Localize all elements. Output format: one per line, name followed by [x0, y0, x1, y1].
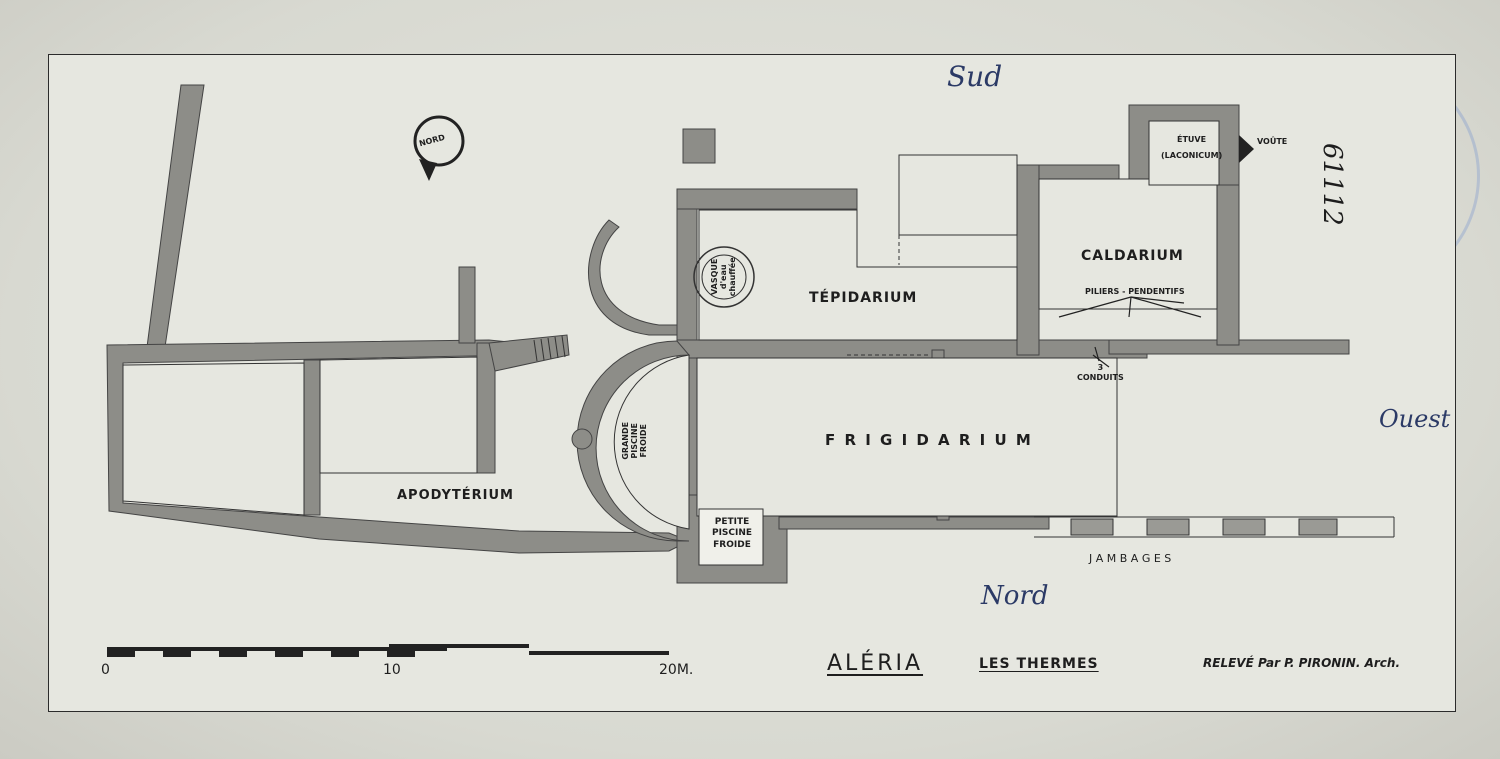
- wall-tepidarium-south: [676, 188, 858, 210]
- conduits-text: CONDUITS: [1077, 373, 1124, 382]
- jambages-guides: [1034, 516, 1395, 538]
- tepidarium-label: TÉPIDARIUM: [809, 290, 918, 306]
- room-frigidarium: [696, 357, 1118, 517]
- room-caldarium: [1038, 178, 1218, 310]
- vasque-line-3: chauffée: [728, 257, 738, 297]
- vasque-basin: [693, 246, 755, 308]
- voute-arrow: [1239, 135, 1254, 163]
- laconicum-label: (LACONICUM): [1161, 151, 1223, 160]
- petite-piscine-line-1: PETITE: [714, 517, 750, 527]
- room-apodyterium-west: [122, 362, 305, 516]
- scale-label-10: 10: [383, 662, 401, 678]
- vasque-label: VASQUE d'eau chauffée: [710, 254, 738, 300]
- room-tepidarium: [698, 209, 1018, 341]
- pilier-arrows: [1058, 296, 1202, 368]
- wall-apodyterium-east: [476, 342, 496, 474]
- scale-label-0: 0: [101, 662, 110, 678]
- annotation-sud: Sud: [947, 60, 1003, 93]
- grande-piscine-apse: [571, 340, 691, 542]
- vasque-line-1: VASQUE: [710, 258, 720, 295]
- scale-bar: [107, 644, 669, 657]
- frigidarium-label: F R I G I D A R I U M: [825, 431, 1033, 449]
- wall-caldarium-west: [1216, 184, 1240, 346]
- conduits-count: 3: [1097, 363, 1104, 372]
- wall-caldarium-east: [1016, 164, 1040, 356]
- annotation-ouest: Ouest: [1379, 405, 1451, 433]
- room-etuve: [1148, 120, 1220, 186]
- petite-piscine-line-3: FROIDE: [713, 539, 751, 550]
- scale-label-20: 20M.: [659, 662, 694, 678]
- grande-piscine-line-1: GRANDE: [621, 421, 631, 460]
- annotation-nord: Nord: [981, 581, 1049, 611]
- pillar-isolated: [682, 128, 716, 164]
- wall-north-oblique: [146, 84, 205, 348]
- wall-apodyterium-divider: [303, 359, 321, 516]
- room-tepidarium-annex: [898, 154, 1018, 236]
- wall-frigidarium-north: [778, 516, 1050, 530]
- plan-subtitle: LES THERMES: [979, 656, 1099, 672]
- petite-piscine-label: PETITE PISCINE FROIDE: [703, 517, 761, 551]
- plan-credit: RELEVÉ Par P. PIRONIN. Arch.: [1203, 656, 1401, 670]
- plan-sheet: TÉPIDARIUM CALDARIUM F R I G I D A R I U…: [48, 54, 1456, 712]
- wall-apodyterium-stub: [458, 266, 476, 344]
- inventory-number: 61112: [1317, 143, 1347, 226]
- grande-piscine-label: GRANDE PISCINE FROIDE: [621, 421, 649, 461]
- room-petite-piscine: [698, 508, 764, 566]
- grande-piscine-line-3: FROIDE: [639, 424, 649, 458]
- plan-title: ALÉRIA: [827, 651, 924, 676]
- voute-label: VOÛTE: [1257, 137, 1288, 146]
- etuve-label: ÉTUVE: [1177, 135, 1207, 144]
- petite-piscine-line-2: PISCINE: [711, 528, 753, 539]
- apodyterium-label: APODYTÉRIUM: [397, 488, 514, 503]
- wall-caldarium-south: [1038, 164, 1120, 180]
- grande-piscine-line-2: PISCINE: [630, 422, 640, 459]
- jambages-label: J A M B A G E S: [1089, 552, 1172, 565]
- room-apodyterium-north: [319, 356, 478, 474]
- north-arrow-icon: [413, 115, 465, 181]
- jambages: [1070, 518, 1338, 536]
- walls: [106, 84, 1350, 584]
- piliers-label: PILIERS - PENDENTIFS: [1085, 287, 1185, 296]
- vasque-line-2: d'eau: [719, 264, 729, 290]
- stairs: [533, 335, 566, 362]
- conduits-label: 3 CONDUITS: [1077, 363, 1124, 383]
- caldarium-label: CALDARIUM: [1081, 248, 1184, 264]
- dashed-lines: [320, 121, 1150, 474]
- floor-plan: [106, 84, 1395, 657]
- curved-wall-vasque: [588, 219, 678, 336]
